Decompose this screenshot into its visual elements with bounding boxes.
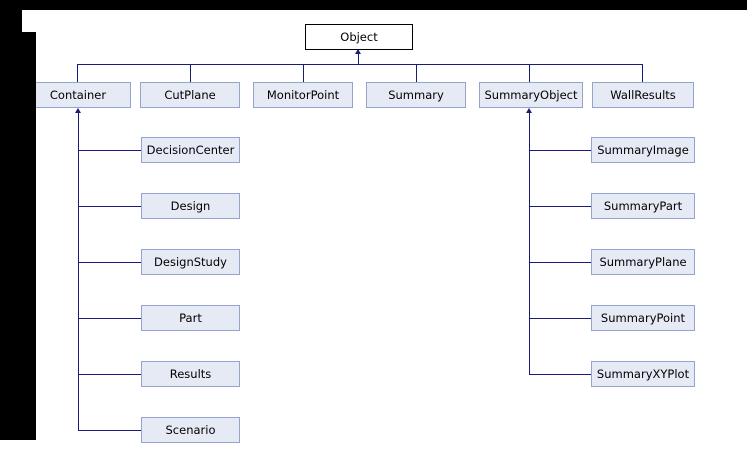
class-node-summaryxyplot[interactable]: SummaryXYPlot bbox=[591, 361, 695, 387]
arrowhead-to-container bbox=[75, 108, 81, 113]
connector-branch-summarypoint bbox=[529, 318, 591, 319]
connector-branch-summaryxyplot bbox=[529, 374, 591, 375]
class-node-scenario[interactable]: Scenario bbox=[141, 417, 240, 443]
connector-branch-summaryimage bbox=[529, 150, 591, 151]
page-margin-left bbox=[0, 32, 36, 440]
connector-branch-decisioncenter bbox=[78, 150, 141, 151]
connector-branch-results bbox=[78, 374, 141, 375]
connector-drop-container bbox=[77, 64, 78, 82]
class-node-summaryimage[interactable]: SummaryImage bbox=[591, 137, 695, 163]
class-node-object[interactable]: Object bbox=[305, 24, 413, 50]
class-node-summarypart[interactable]: SummaryPart bbox=[591, 193, 695, 219]
connector-trunk-container bbox=[78, 113, 79, 431]
connector-branch-designstudy bbox=[78, 262, 141, 263]
page-margin-top-left bbox=[0, 10, 22, 32]
arrowhead-to-summaryobject bbox=[526, 108, 532, 113]
connector-trunk-summaryobject bbox=[529, 113, 530, 375]
connector-drop-monitorpoint bbox=[303, 64, 304, 82]
connector-drop-wallresults bbox=[642, 64, 643, 82]
class-node-summary[interactable]: Summary bbox=[366, 82, 466, 108]
class-node-designstudy[interactable]: DesignStudy bbox=[141, 249, 240, 275]
connector-branch-part bbox=[78, 318, 141, 319]
class-node-cutplane[interactable]: CutPlane bbox=[140, 82, 240, 108]
class-node-decisioncenter[interactable]: DecisionCenter bbox=[141, 137, 240, 163]
page-margin-top bbox=[0, 0, 747, 10]
connector-drop-summary bbox=[416, 64, 417, 82]
class-node-container[interactable]: Container bbox=[25, 82, 131, 108]
class-node-summaryplane[interactable]: SummaryPlane bbox=[591, 249, 695, 275]
connector-root-stem bbox=[358, 50, 359, 64]
class-node-summaryobject[interactable]: SummaryObject bbox=[479, 82, 583, 108]
connector-drop-summaryobject bbox=[529, 64, 530, 82]
class-node-results[interactable]: Results bbox=[141, 361, 240, 387]
connector-branch-design bbox=[78, 206, 141, 207]
class-node-wallresults[interactable]: WallResults bbox=[592, 82, 694, 108]
connector-bus-level1 bbox=[77, 64, 643, 65]
class-node-summarypoint[interactable]: SummaryPoint bbox=[591, 305, 695, 331]
class-node-design[interactable]: Design bbox=[141, 193, 240, 219]
arrowhead-to-object bbox=[355, 49, 361, 54]
connector-drop-cutplane bbox=[190, 64, 191, 82]
connector-branch-summarypart bbox=[529, 206, 591, 207]
class-node-monitorpoint[interactable]: MonitorPoint bbox=[253, 82, 353, 108]
class-node-part[interactable]: Part bbox=[141, 305, 240, 331]
connector-branch-summaryplane bbox=[529, 262, 591, 263]
connector-branch-scenario bbox=[78, 430, 141, 431]
